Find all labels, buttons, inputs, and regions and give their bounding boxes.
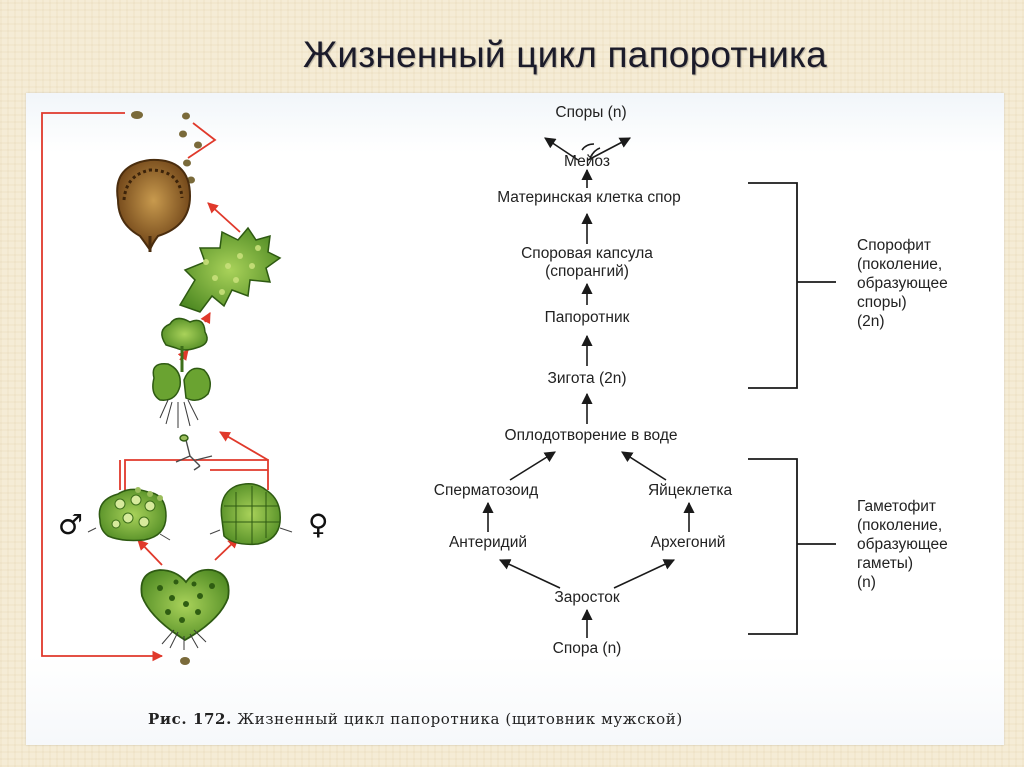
young-fern-illustration	[152, 317, 211, 428]
gametophyte-label-line5: (n)	[857, 574, 876, 591]
sporophyte-label-line4: споры)	[857, 294, 907, 311]
node-antheridium: Антеридий	[448, 534, 528, 551]
gametophyte-label-line1: Гаметофит	[857, 498, 936, 515]
caption-number: Рис. 172.	[148, 710, 232, 728]
node-mother-cell: Материнская клетка спор	[497, 189, 681, 206]
slide-title: Жизненный цикл папоротника	[303, 34, 827, 75]
gametophyte-label-line3: образующее	[857, 536, 948, 553]
sporophyte-bracket	[748, 182, 836, 389]
node-spore-capsule-line2: (спорангий)	[545, 263, 629, 280]
female-symbol: ♀	[308, 508, 329, 541]
node-egg: Яйцеклетка	[647, 482, 733, 499]
flow-arrows	[482, 137, 695, 638]
node-prothallus: Заросток	[554, 589, 620, 606]
male-symbol: ♂	[58, 508, 84, 541]
antheridium-illustration	[87, 487, 171, 542]
node-zygote: Зигота (2n)	[547, 370, 627, 387]
sporophyte-label-line1: Спорофит	[857, 237, 931, 254]
sporophyte-label-line5: (2n)	[857, 313, 885, 330]
sporophyte-label-line3: образующее	[857, 275, 948, 292]
gametophyte-label-line4: гаметы)	[857, 555, 914, 572]
gametophyte-label-line2: (поколение,	[857, 517, 943, 534]
node-fertilization: Оплодотворение в воде	[504, 427, 678, 444]
node-fern: Папоротник	[544, 309, 630, 326]
figure-caption: Рис. 172. Жизненный цикл папоротника (щи…	[148, 710, 683, 728]
node-meiosis: Мейоз	[564, 153, 610, 170]
node-spore: Спора (n)	[552, 640, 622, 657]
gametophyte-label: Гаметофит (поколение, образующее гаметы)…	[857, 497, 948, 592]
frond-illustration	[178, 226, 282, 313]
node-spore-capsule-line1: Споровая капсула	[521, 245, 653, 262]
sporophyte-label-line2: (поколение,	[857, 256, 943, 273]
spore-dots	[131, 111, 202, 665]
node-spore-capsule: Споровая капсула (спорангий)	[521, 245, 653, 281]
gametophyte-bracket	[748, 458, 836, 635]
sporangium-illustration	[116, 158, 192, 253]
archegonium-illustration	[209, 483, 293, 546]
sporophyte-label: Спорофит (поколение, образующее споры) (…	[857, 236, 948, 331]
node-archegonium: Архегоний	[650, 534, 726, 551]
node-sperm: Сперматозоид	[433, 482, 539, 499]
seedling-illustration	[175, 434, 213, 471]
prothallus-illustration	[140, 568, 230, 650]
cycle-arrows	[41, 112, 269, 662]
node-spores: Споры (n)	[555, 104, 627, 121]
caption-text: Жизненный цикл папоротника (щитовник муж…	[237, 710, 683, 728]
